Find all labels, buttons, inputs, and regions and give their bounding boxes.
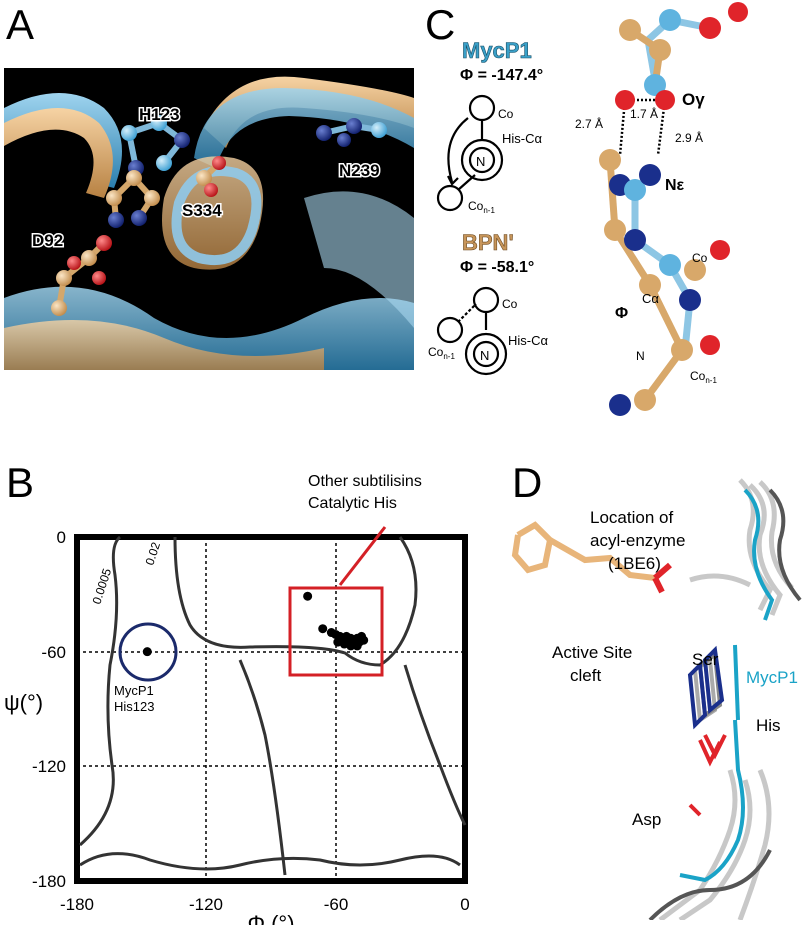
data-point-s1-19 [335, 633, 345, 643]
newman2-n: N [480, 348, 489, 363]
label-co-residue: Co [692, 251, 708, 265]
newman1-co-prev: Con-1 [468, 199, 495, 215]
label-acyl-2: acyl-enzyme [590, 531, 685, 550]
panel-letter-c: C [425, 1, 456, 48]
bpn-phi: Φ = -58.1° [460, 259, 534, 276]
y-tick-2: -120 [32, 757, 66, 776]
subtilisin-pointer [338, 526, 387, 586]
asp-oxygens [688, 734, 727, 817]
dist-3: 2.9 Å [675, 130, 703, 145]
panel-a-structure: H123 S334 N239 D92 [4, 68, 414, 370]
x-tick-0: -180 [60, 895, 94, 914]
label-cleft-2: cleft [570, 666, 601, 685]
label-d92: D92 [32, 231, 63, 250]
x-axis-label: Φ (°) [247, 911, 294, 925]
label-n-residue: N [636, 349, 645, 363]
ramachandran-chart: 0.0005 0.02 -180 -120 -60 0 0 -60 -120 -… [4, 473, 470, 925]
mycp1-circle [118, 622, 178, 682]
newman1-his-ca: His-Cα [502, 131, 542, 146]
newman-mycp1 [436, 94, 504, 212]
panel-letter-a: A [6, 1, 35, 48]
mycp1-label-1: MycP1 [114, 683, 154, 698]
x-tick-3: 0 [460, 895, 469, 914]
dist-2: 1.7 Å [630, 106, 658, 121]
contour-label-002: 0.02 [143, 540, 164, 567]
his-rings [687, 644, 740, 730]
label-nepsilon: Nε [665, 177, 685, 194]
backbone-dark [648, 488, 802, 920]
label-asp: Asp [632, 810, 661, 829]
data-point-s1-16 [346, 641, 356, 651]
ribbon-right-blue [304, 191, 414, 328]
newman2-co-prev: Con-1 [428, 345, 455, 361]
data-point-s1-17 [352, 641, 362, 651]
subtilisin-label-2: Catalytic His [308, 495, 397, 512]
label-co-prev-residue: Con-1 [690, 369, 717, 385]
panel-c: MycP1 Φ = -147.4° N Co His-Cα Con-1 BPN'… [428, 2, 748, 416]
ribbon-bottom-tan [4, 320, 324, 370]
y-tick-1: -60 [41, 643, 66, 662]
label-cleft-1: Active Site [552, 643, 632, 662]
helix-right-blue [194, 88, 414, 168]
label-mycp1: MycP1 [746, 668, 798, 687]
residue-model [599, 2, 748, 416]
newman1-co: Co [498, 107, 514, 121]
newman2-co: Co [502, 297, 518, 311]
mycp1-phi: Φ = -147.4° [460, 67, 543, 84]
label-ogamma: Oγ [682, 90, 705, 109]
label-his: His [756, 716, 781, 735]
label-h123: H123 [139, 105, 180, 124]
label-n239: N239 [339, 161, 380, 180]
data-point-s1-1 [318, 624, 328, 634]
mycp1-title: MycP1 [462, 38, 532, 63]
data-points [142, 591, 369, 657]
newman-bpn [436, 286, 508, 376]
plot-frame [74, 534, 468, 884]
bpn-title: BPN' [462, 230, 514, 255]
data-point-s0-0 [142, 647, 152, 657]
subtilisin-label-1: Other subtilisins [308, 473, 422, 490]
y-tick-0: 0 [57, 528, 66, 547]
atoms-panel-a [51, 115, 387, 316]
data-point-s1-0 [303, 591, 313, 601]
newman2-his-ca: His-Cα [508, 333, 548, 348]
y-axis-label: ψ(°) [4, 690, 43, 715]
label-acyl-3: (1BE6) [608, 554, 661, 573]
data-point-s1-18 [359, 635, 369, 645]
label-calpha: Cα [642, 291, 659, 306]
newman1-n: N [476, 154, 485, 169]
x-tick-1: -120 [189, 895, 223, 914]
y-tick-3: -180 [32, 872, 66, 891]
dist-1: 2.7 Å [575, 116, 603, 131]
subtilisin-box [288, 586, 384, 677]
panel-letter-d: D [512, 459, 543, 506]
ribbon-tan-1 [4, 108, 113, 198]
label-ser: Ser [692, 650, 719, 669]
label-s334: S334 [182, 201, 222, 220]
acyl-enzyme-ligand [511, 521, 672, 594]
panel-d: Location of acyl-enzyme (1BE6) Active Si… [511, 478, 802, 920]
mycp1-label-2: His123 [114, 699, 154, 714]
label-phi-rot: Φ [615, 305, 628, 322]
backbone-mycp1 [679, 488, 775, 883]
contour-lines [79, 535, 467, 876]
panel-letter-b: B [6, 459, 35, 506]
label-acyl-1: Location of [590, 508, 673, 527]
x-tick-2: -60 [324, 895, 349, 914]
